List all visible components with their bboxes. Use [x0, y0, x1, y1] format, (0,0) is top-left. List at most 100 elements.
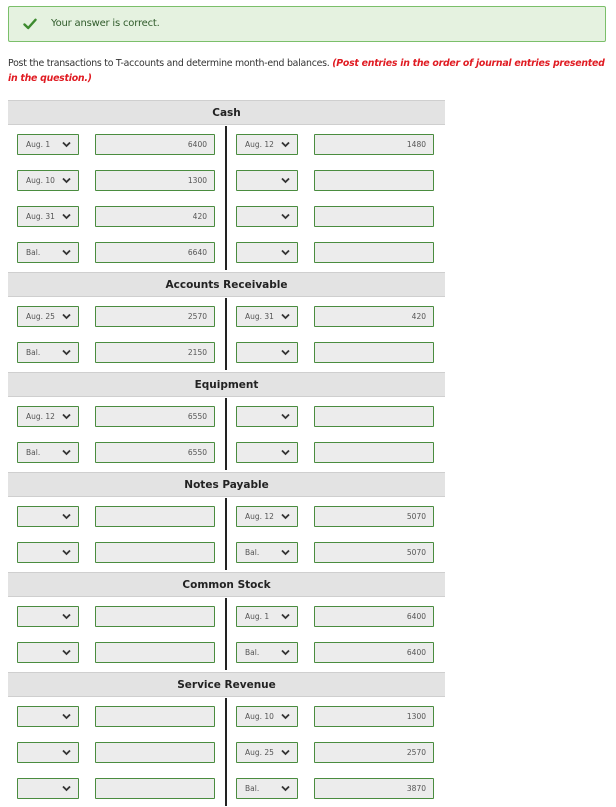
credit-date-select[interactable]: Bal.	[236, 642, 298, 663]
credit-amount-input[interactable]: 5070	[314, 542, 434, 563]
debit-date-select[interactable]	[17, 542, 79, 563]
debit-date-select[interactable]: Bal.	[17, 442, 79, 463]
chevron-down-icon	[281, 449, 290, 456]
t-account-row: Bal. 6400	[8, 634, 445, 670]
credit-date-select[interactable]	[236, 242, 298, 263]
chevron-down-icon	[281, 413, 290, 420]
debit-amount-input[interactable]	[95, 742, 215, 763]
t-account-row: Bal. 6640	[8, 234, 445, 270]
credit-amount-input[interactable]: 6400	[314, 606, 434, 627]
credit-date-select[interactable]: Bal.	[236, 542, 298, 563]
credit-amount-input[interactable]	[314, 242, 434, 263]
credit-amount-input[interactable]	[314, 442, 434, 463]
debit-date-select[interactable]	[17, 742, 79, 763]
chevron-down-icon	[62, 613, 71, 620]
chevron-down-icon	[62, 513, 71, 520]
credit-date-select[interactable]: Aug. 12	[236, 134, 298, 155]
chevron-down-icon	[62, 213, 71, 220]
check-icon	[23, 18, 37, 30]
credit-date-value: Bal.	[245, 548, 260, 557]
t-account-row: Aug. 10 1300	[8, 698, 445, 734]
debit-date-value: Bal.	[26, 348, 41, 357]
debit-amount-input[interactable]: 1300	[95, 170, 215, 191]
debit-date-select[interactable]	[17, 606, 79, 627]
credit-amount-input[interactable]: 6400	[314, 642, 434, 663]
credit-amount-input[interactable]: 5070	[314, 506, 434, 527]
t-account-row: Aug. 12 5070	[8, 498, 445, 534]
chevron-down-icon	[281, 613, 290, 620]
credit-amount-input[interactable]	[314, 170, 434, 191]
credit-date-value: Aug. 12	[245, 512, 274, 521]
debit-amount-input[interactable]: 2150	[95, 342, 215, 363]
debit-date-select[interactable]	[17, 778, 79, 799]
credit-amount-input[interactable]	[314, 342, 434, 363]
debit-amount-input[interactable]: 6640	[95, 242, 215, 263]
credit-amount-input[interactable]: 2570	[314, 742, 434, 763]
debit-amount-input[interactable]	[95, 542, 215, 563]
t-account-row: Bal. 6550	[8, 434, 445, 470]
chevron-down-icon	[281, 649, 290, 656]
account-title: Service Revenue	[8, 672, 445, 697]
debit-date-value: Aug. 1	[26, 140, 51, 149]
account-title: Cash	[8, 100, 445, 125]
debit-date-select[interactable]: Aug. 31	[17, 206, 79, 227]
chevron-down-icon	[62, 313, 71, 320]
credit-date-select[interactable]	[236, 442, 298, 463]
credit-amount-input[interactable]: 420	[314, 306, 434, 327]
credit-date-select[interactable]: Aug. 31	[236, 306, 298, 327]
debit-amount-input[interactable]: 2570	[95, 306, 215, 327]
credit-date-select[interactable]	[236, 342, 298, 363]
chevron-down-icon	[62, 177, 71, 184]
t-account-row: Bal. 2150	[8, 334, 445, 370]
credit-amount-input[interactable]	[314, 206, 434, 227]
debit-amount-input[interactable]	[95, 506, 215, 527]
debit-amount-input[interactable]	[95, 778, 215, 799]
credit-amount-input[interactable]: 1300	[314, 706, 434, 727]
t-account-row: Aug. 10 1300	[8, 162, 445, 198]
correct-answer-banner: Your answer is correct.	[8, 6, 606, 42]
debit-amount-input[interactable]: 6550	[95, 406, 215, 427]
debit-date-value: Aug. 10	[26, 176, 55, 185]
debit-amount-input[interactable]: 420	[95, 206, 215, 227]
t-account-row: Aug. 1 6400 Aug. 12 1480	[8, 126, 445, 162]
t-account-divider	[225, 698, 227, 806]
credit-date-select[interactable]: Bal.	[236, 778, 298, 799]
instructions-emphasis: (Post entries in the order of journal en…	[8, 58, 605, 84]
credit-date-select[interactable]: Aug. 12	[236, 506, 298, 527]
debit-date-select[interactable]: Aug. 1	[17, 134, 79, 155]
chevron-down-icon	[62, 549, 71, 556]
chevron-down-icon	[281, 313, 290, 320]
debit-date-select[interactable]	[17, 506, 79, 527]
credit-date-select[interactable]: Aug. 25	[236, 742, 298, 763]
credit-amount-input[interactable]: 3870	[314, 778, 434, 799]
debit-amount-input[interactable]	[95, 606, 215, 627]
credit-date-select[interactable]	[236, 406, 298, 427]
chevron-down-icon	[281, 349, 290, 356]
debit-amount-input[interactable]: 6400	[95, 134, 215, 155]
debit-date-select[interactable]: Aug. 10	[17, 170, 79, 191]
chevron-down-icon	[62, 713, 71, 720]
t-account-divider	[225, 126, 227, 270]
t-account-row: Aug. 12 6550	[8, 398, 445, 434]
debit-date-select[interactable]: Bal.	[17, 242, 79, 263]
debit-date-select[interactable]: Aug. 12	[17, 406, 79, 427]
debit-amount-input[interactable]	[95, 706, 215, 727]
credit-date-select[interactable]: Aug. 1	[236, 606, 298, 627]
t-account-divider	[225, 498, 227, 570]
chevron-down-icon	[281, 513, 290, 520]
credit-amount-input[interactable]	[314, 406, 434, 427]
credit-date-select[interactable]: Aug. 10	[236, 706, 298, 727]
debit-date-select[interactable]	[17, 706, 79, 727]
credit-date-value: Bal.	[245, 784, 260, 793]
credit-amount-input[interactable]: 1480	[314, 134, 434, 155]
debit-date-select[interactable]	[17, 642, 79, 663]
debit-date-select[interactable]: Aug. 25	[17, 306, 79, 327]
instructions: Post the transactions to T-accounts and …	[8, 56, 606, 86]
credit-date-select[interactable]	[236, 170, 298, 191]
debit-amount-input[interactable]	[95, 642, 215, 663]
debit-date-value: Bal.	[26, 248, 41, 257]
debit-amount-input[interactable]: 6550	[95, 442, 215, 463]
debit-date-select[interactable]: Bal.	[17, 342, 79, 363]
credit-date-select[interactable]	[236, 206, 298, 227]
